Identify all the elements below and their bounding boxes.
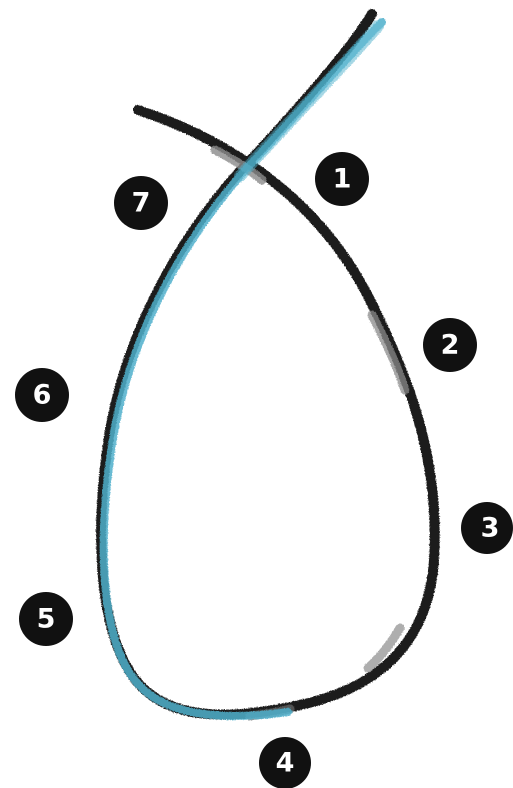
marker-3: 3 [461,502,513,554]
trace-stroke-path [104,22,382,716]
marker-3-label: 3 [481,513,500,544]
marker-2: 2 [423,318,477,372]
marker-6: 6 [15,368,69,422]
marker-5-label: 5 [37,604,56,635]
marker-7: 7 [114,176,168,230]
loop-stroke-highlight-2 [372,315,405,390]
loop-stroke [101,14,435,716]
trace-stroke-path-upper [240,26,378,176]
marker-1: 1 [315,152,369,206]
marker-2-label: 2 [441,330,460,361]
marker-4-label: 4 [276,748,295,779]
marker-5: 5 [19,592,73,646]
marker-4: 4 [259,737,311,788]
trace-stroke [104,22,382,716]
marker-1-label: 1 [333,164,352,195]
marker-6-label: 6 [33,380,52,411]
loop-stroke-path [101,14,435,715]
marker-7-label: 7 [132,188,151,219]
